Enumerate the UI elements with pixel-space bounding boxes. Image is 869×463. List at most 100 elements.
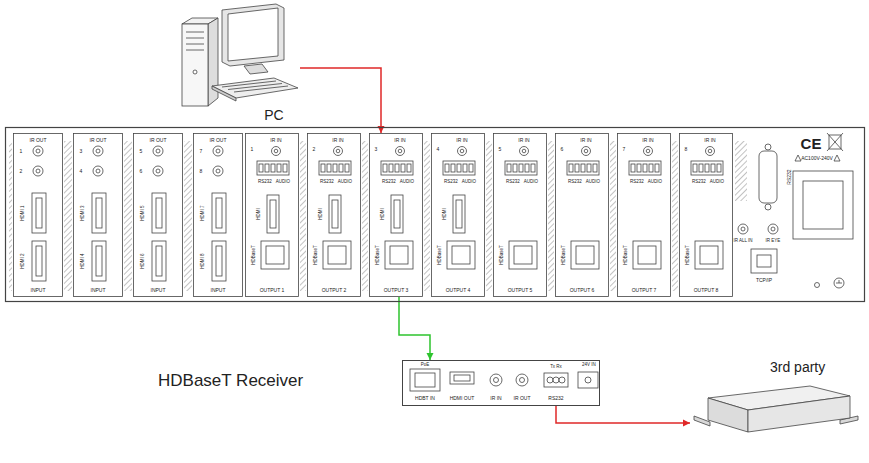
port-label: INPUT [211,288,226,293]
drawing-stroke [631,164,635,172]
signal-connector [399,297,430,360]
drawing-stroke [693,164,697,172]
port-label: AUDIO [462,180,476,185]
port-label: AUDIO [648,180,662,185]
port-label: INPUT [31,288,46,293]
drawing-stroke [839,280,840,283]
node-label: HDBaseT Receiver [158,372,303,389]
rj45-port [410,369,440,391]
ir-jack [706,147,715,156]
port-label: HDBaseT [438,245,443,265]
drawing-stroke [585,377,591,383]
drawing-stroke [655,164,659,172]
port-label: OUTPUT 8 [694,288,719,293]
hdbaset-port [571,241,599,269]
port-label: OUTPUT 6 [570,288,595,293]
drawing-stroke [553,377,559,383]
illustration [369,133,423,297]
drawing-stroke [456,200,462,228]
port-label: 1 [20,149,23,154]
drawing-stroke [771,227,775,231]
drawing-stroke [36,169,40,173]
drawing-stroke [327,164,331,172]
drawing-stroke [445,164,449,172]
drawing-stroke [339,164,343,172]
mounting-flange [694,416,710,426]
input-card: IR OUT56HDMI 5HDMI 6INPUT [133,133,183,297]
port-label: IR OUT [514,396,531,401]
drawing-stroke [259,164,263,172]
drawing-stroke [36,246,42,276]
warning-triangle [795,155,801,161]
drawing-stroke [332,200,338,228]
drawing-stroke [321,164,325,172]
terminal-block [505,161,537,175]
drawing-stroke [699,164,703,172]
ir-jack [516,374,528,386]
port-label: IR OUT [90,138,107,143]
hdmi-port [212,241,226,281]
signal-connector [300,68,381,133]
port-label: HDBaseT [562,245,567,265]
drawing-stroke [156,198,162,228]
drawing-stroke [765,204,771,210]
power-socket [793,171,853,239]
port-label: HDMI 3 [81,205,86,220]
warning-triangle [834,155,840,161]
drawing-stroke [398,149,402,153]
port-label: PoE [421,363,430,368]
hdbaset-port [261,241,289,269]
port-label: INPUT [151,288,166,293]
port-label: TCP/IP [756,278,772,283]
hdmi-port [32,241,46,281]
drawing-stroke [156,246,162,276]
drawing-stroke [531,164,535,172]
port-label: 4 [80,169,83,174]
port-label: HDMI 6 [141,253,146,268]
illustration [245,133,299,297]
vent-hatching [9,141,12,291]
drawing-stroke [569,164,573,172]
port-label: AUDIO [710,180,724,185]
terminal-block [629,161,661,175]
port-label: HDMI 2 [21,253,26,268]
hdmi-port [453,195,465,233]
vent-hatching [64,141,72,291]
matrix-rear-panel: RS232IR ALL INIR EYETCP/IPCEAC100V-240VI… [5,127,865,302]
port-label: OUTPUT 7 [632,288,657,293]
port-label: RS232 [692,180,706,185]
output-card: IR IN2RS232AUDIOHDBaseTOUTPUT 2HDMI [307,133,361,297]
port-label: AUDIO [338,180,352,185]
port-label: 8 [200,169,203,174]
drawing-stroke [547,377,553,383]
drawing-stroke [156,149,160,153]
terminal-block [319,161,351,175]
port-label: 2 [20,169,23,174]
port-label: RS232 [568,180,582,185]
port-label: OUTPUT 3 [384,288,409,293]
arrowhead [683,420,690,427]
port-label: HDMI 7 [201,205,206,220]
port-label: OUTPUT 2 [322,288,347,293]
port-label: IR IN [642,138,653,143]
drawing-stroke [389,164,393,172]
vent-hatching [244,141,245,291]
output-card: IR IN1RS232AUDIOHDBaseTOUTPUT 1HDMI [245,133,299,297]
dc-jack [578,372,598,388]
port-label: 2 [313,147,316,152]
hdmi-port [152,241,166,281]
drawing-stroke [265,164,269,172]
output-card [246,134,299,297]
ground-terminal [834,278,844,288]
input-card: IR OUT78HDMI 7HDMI 8INPUT [193,133,243,297]
port-label: IR IN [704,138,715,143]
hdmi-port [92,193,106,233]
drawing-stroke [700,246,718,264]
vent-hatching [610,141,616,291]
hdmi-port [92,241,106,281]
pc-monitor [222,4,284,66]
drawing-stroke [559,377,565,383]
port-label: 3 [80,149,83,154]
port-label: IR ALL IN [733,239,752,244]
